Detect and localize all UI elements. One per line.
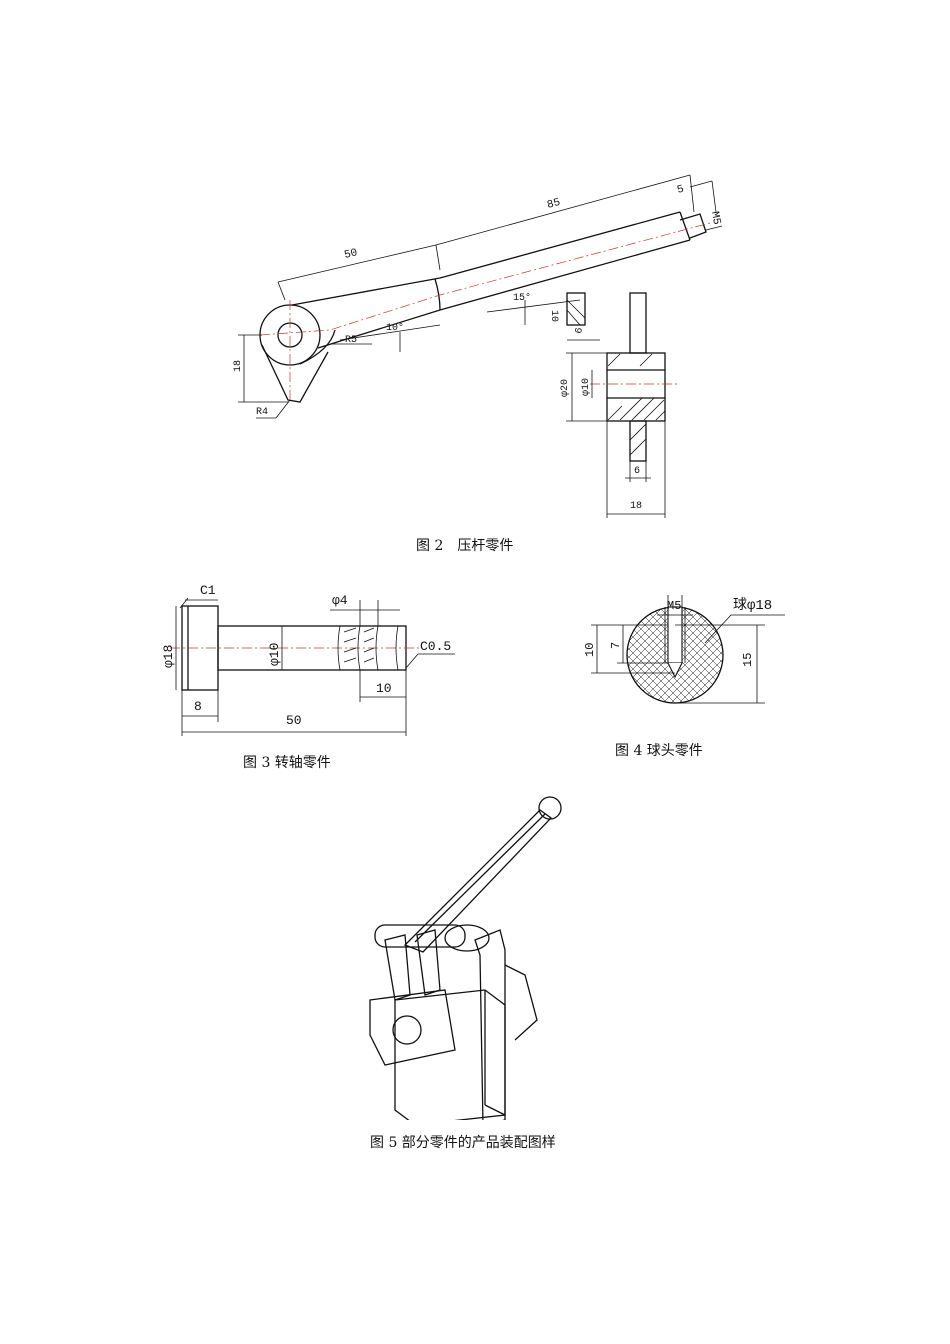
radius-r5: R5	[345, 335, 357, 346]
dim-85: 85	[546, 197, 562, 212]
figure-4-drawing: M5 球φ18 10 7 15	[565, 585, 795, 725]
dim-phi20: φ20	[560, 379, 571, 397]
shaft-breaks	[337, 625, 399, 671]
section-hub	[606, 352, 666, 422]
assembly-lever	[403, 809, 552, 953]
dim-phi10: φ10	[267, 643, 282, 666]
angle-15: 15°	[513, 292, 531, 304]
base-block	[394, 989, 506, 1126]
dim-6-base: 6	[634, 466, 640, 477]
dim-8: 8	[194, 699, 202, 714]
dim-5: 5	[676, 184, 685, 197]
clevis-hole	[392, 1015, 422, 1045]
tall-body	[474, 929, 506, 1126]
figure-2-drawing: 50 85 5 M5 15° 10° R5 18 R4 10 6 φ20 φ10	[0, 0, 950, 540]
clevis-block	[369, 989, 456, 1066]
dim-10-slot: 10	[548, 310, 559, 322]
dim-6-slot: 6	[574, 327, 586, 335]
angle-10: 10°	[386, 322, 404, 334]
ball-head-drawing: M5 球φ18 10 7 15	[583, 595, 785, 704]
lever-ear	[261, 344, 329, 403]
figure-3-drawing: C1 φ4 C0.5 φ18 φ10 8 10 50	[150, 570, 470, 750]
dim-50: 50	[343, 247, 359, 262]
dim-ball-phi18: 球φ18	[733, 597, 772, 614]
caption-figure-5: 图 5 部分零件的产品装配图样	[370, 1135, 556, 1151]
dim-18-vertical: 18	[233, 360, 244, 372]
dim-7: 7	[609, 642, 623, 649]
shaft-drawing: C1 φ4 C0.5 φ18 φ10 8 10 50	[161, 583, 455, 736]
dim-10: 10	[583, 643, 597, 657]
dim-phi4: φ4	[332, 593, 348, 608]
dim-10: 10	[376, 681, 392, 696]
dim-phi10: φ10	[581, 378, 592, 396]
rear-cylinder	[504, 964, 538, 1041]
press-rod-drawing: 50 85 5 M5 15° 10° R5 18 R4 10 6 φ20 φ10	[233, 174, 722, 518]
dim-phi18: φ18	[161, 645, 176, 668]
dim-m5: M5	[708, 211, 722, 226]
body-bore	[444, 924, 490, 952]
radius-r4: R4	[256, 407, 268, 418]
dim-c05: C0.5	[420, 639, 451, 654]
dim-m5: M5	[667, 599, 681, 613]
dim-50: 50	[286, 713, 302, 728]
dim-c1: C1	[200, 583, 216, 598]
thread-hole	[667, 606, 683, 664]
dim-15: 15	[741, 653, 755, 667]
section-slot	[566, 292, 586, 326]
pivot-pin	[374, 924, 466, 948]
caption-figure-2: 图 2 压杆零件	[416, 538, 514, 554]
figure-5-drawing	[355, 790, 595, 1126]
lever-top-edge	[291, 211, 681, 306]
assembly-drawing	[369, 796, 562, 1126]
thread-end	[679, 213, 707, 239]
hole-hatching	[343, 627, 375, 663]
dim-18-base: 18	[630, 501, 642, 512]
caption-figure-3: 图 3 转轴零件	[243, 755, 331, 771]
caption-figure-4: 图 4 球头零件	[615, 743, 703, 759]
section-hatching	[607, 353, 666, 456]
lever-bottom-edge	[317, 239, 691, 349]
lever-centerline	[259, 222, 711, 336]
ball-knob	[538, 796, 562, 820]
